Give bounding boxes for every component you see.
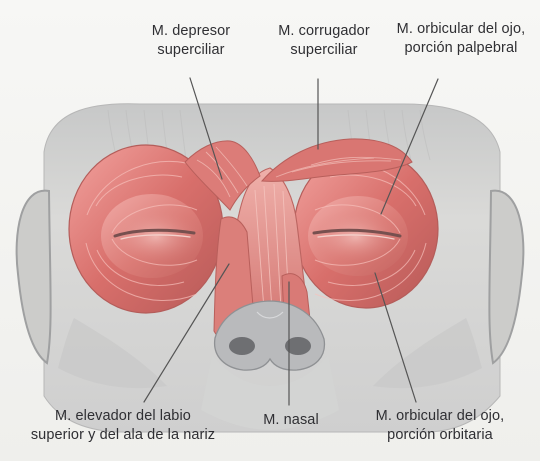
label-elevador-labio: M. elevador del labio superior y del ala… bbox=[18, 407, 228, 445]
label-orbicular-orbitaria: M. orbicular del ojo, porción orbitaria bbox=[355, 407, 525, 445]
label-corrugador-superciliar: M. corrugador superciliar bbox=[262, 22, 386, 60]
label-depresor-superciliar: M. depresor superciliar bbox=[135, 22, 247, 60]
left-nostril bbox=[229, 337, 255, 355]
label-orbicular-palpebral: M. orbicular del ojo, porción palpebral bbox=[387, 20, 535, 58]
right-ear bbox=[489, 191, 523, 363]
left-ear bbox=[17, 191, 51, 363]
label-nasal: M. nasal bbox=[258, 411, 324, 430]
